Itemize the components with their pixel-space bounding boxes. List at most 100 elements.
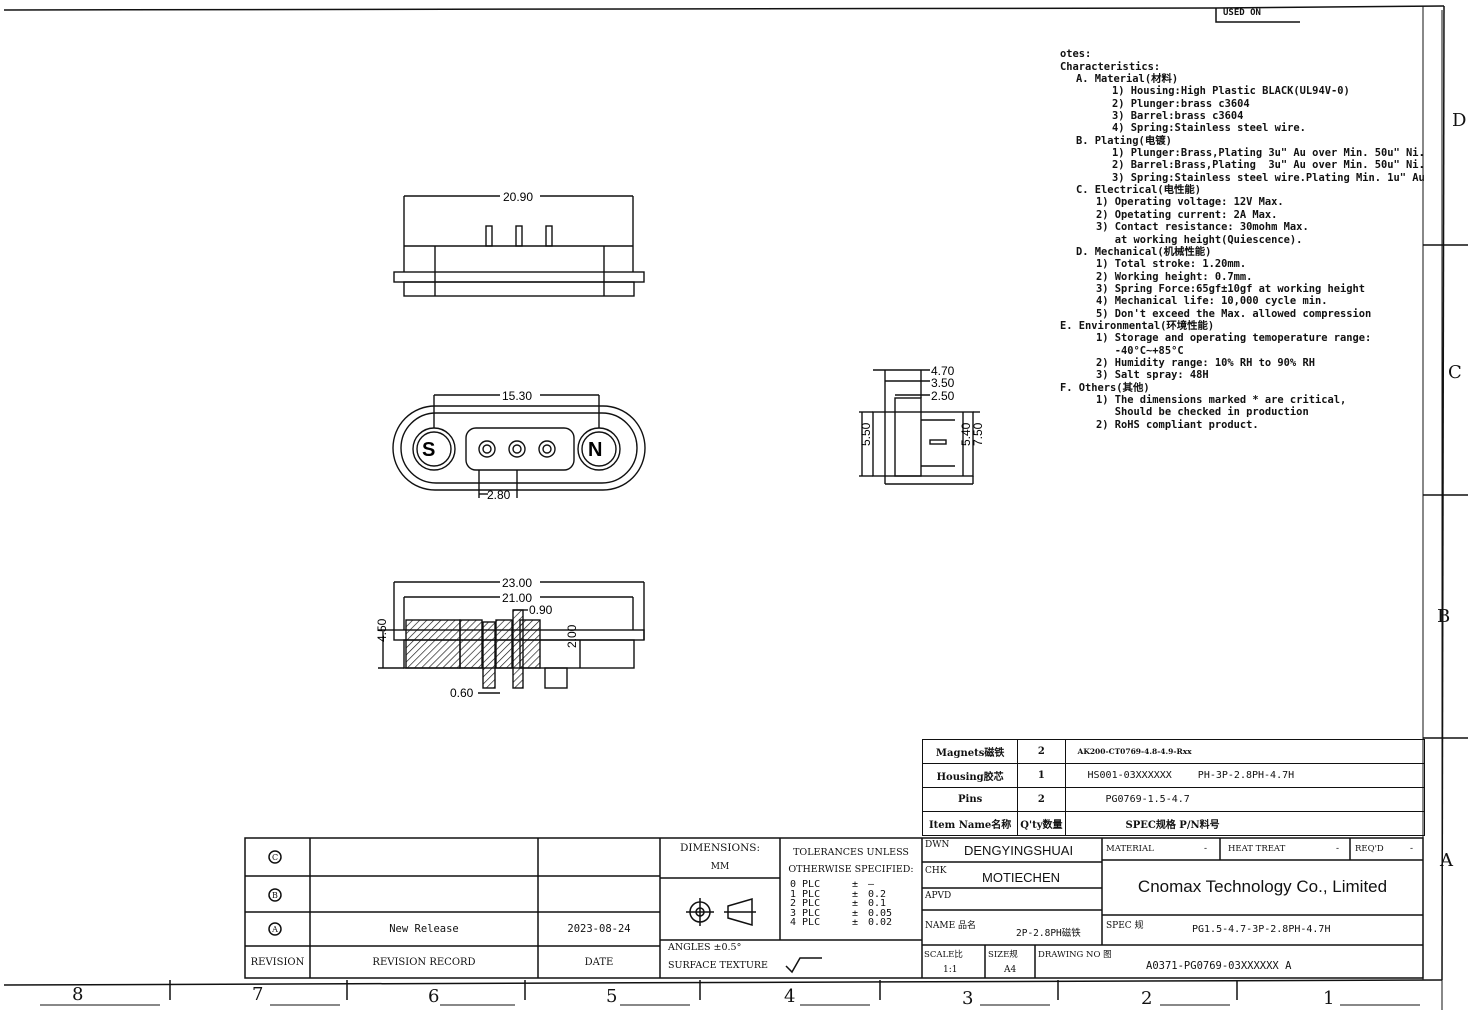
tolerance-row: 4 PLC±0.02	[790, 917, 893, 929]
tolerance-title-1: TOLERANCES UNLESS	[793, 846, 909, 858]
note-item: 1) Total stroke: 1.20mm.	[1096, 258, 1247, 271]
notes-title: otes:	[1060, 48, 1092, 61]
front-view	[392, 394, 646, 498]
zone-b: B	[1437, 606, 1451, 627]
dim-pitch-sn: 15.30	[502, 389, 532, 403]
notes-characteristics: Characteristics:	[1060, 60, 1161, 73]
rev-date-a: 2023-08-24	[567, 923, 631, 935]
bom-header-row: Item Name名称 Q'ty数量 SPEC规格 P/N料号	[921, 811, 1425, 836]
dim-pin-pitch: 2.80	[487, 488, 511, 502]
size-label: SIZE规	[988, 950, 1018, 960]
bom-header-spec: SPEC规格 P/N料号	[1064, 811, 1425, 836]
scale-value: 1:1	[943, 965, 958, 975]
marker-s: S	[422, 439, 435, 461]
note-item: 3) Barrel:brass c3604	[1112, 110, 1244, 123]
notes-heading-e: E. Environmental(环境性能)	[1060, 319, 1215, 332]
dwn-label: DWN	[925, 840, 950, 850]
bom-qty: 1	[1017, 763, 1066, 788]
dim-side-250: 2.50	[931, 389, 955, 403]
bom-spec: PG0769-1.5-4.7	[1064, 787, 1425, 812]
dim-top-width: 20.90	[503, 190, 533, 204]
bill-of-materials: Magnets磁铁 2 AK200-CT0769-4.8-4.9-Rxx Hou…	[921, 739, 1425, 836]
tolerance-row: 3 PLC±0.05	[790, 907, 893, 919]
note-item: 2) Working height: 0.7mm.	[1096, 270, 1253, 283]
name-label: NAME 品名	[925, 921, 977, 931]
dim-sec-2300: 23.00	[502, 576, 532, 590]
rev-header-revision: REVISION	[250, 956, 305, 968]
rev-header-record: REVISION RECORD	[372, 956, 476, 968]
note-item: 3) Spring Force:65gf±10gf at working hei…	[1096, 282, 1365, 295]
zone-7: 7	[252, 984, 264, 1005]
note-item: 3) Spring:Stainless steel wire.Plating M…	[1112, 171, 1425, 184]
note-item: 2) Barrel:Brass,Plating 3u" Au over Min.…	[1112, 159, 1425, 172]
rev-record-a: New Release	[389, 923, 459, 935]
spec-label: SPEC 规	[1106, 921, 1144, 931]
angles-label: ANGLES ±0.5°	[668, 942, 742, 953]
notes-heading-f: F. Others(其他)	[1060, 381, 1150, 394]
rev-symbol-b: B	[272, 890, 278, 900]
side-view	[859, 369, 980, 485]
bom-header-qty: Q'ty数量	[1017, 811, 1066, 836]
dim-side-540: 5.40	[959, 422, 973, 446]
tolerance-row: 1 PLC±0.2	[790, 888, 887, 900]
note-item: 4) Mechanical life: 10,000 cycle min.	[1096, 295, 1328, 308]
spec-value: PG1.5-4.7-3P-2.8PH-4.7H	[1192, 924, 1331, 935]
note-item: 3) Contact resistance: 30mohm Max.	[1096, 221, 1309, 234]
name-value: 2P-2.8PH磁铁	[1016, 928, 1081, 939]
zone-3: 3	[962, 988, 974, 1009]
tolerance-title-2: OTHERWISE SPECIFIED:	[788, 863, 914, 875]
rev-header-date: DATE	[584, 956, 614, 968]
dwn-value: DENGYINGSHUAI	[964, 843, 1074, 858]
reqd-value: -	[1410, 844, 1414, 854]
reqd-label: REQ'D	[1355, 844, 1384, 854]
rev-symbol-a: A	[272, 924, 278, 934]
tolerance-row: 2 PLC±0.1	[790, 898, 887, 910]
dim-side-350: 3.50	[931, 376, 955, 390]
note-item: 4) Spring:Stainless steel wire.	[1112, 122, 1306, 135]
dim-sec-2100: 21.00	[502, 591, 532, 605]
note-item: 2) RoHS compliant product.	[1096, 418, 1259, 431]
top-view	[393, 195, 645, 297]
section-view	[378, 581, 645, 694]
surface-texture-label: SURFACE TEXTURE	[668, 960, 768, 971]
notes-heading-d: D. Mechanical(机械性能)	[1076, 245, 1212, 258]
zone-5: 5	[606, 986, 618, 1007]
heat-treat-value: -	[1336, 844, 1340, 854]
note-item: 1) Housing:High Plastic BLACK(UL94V-0)	[1112, 85, 1350, 98]
note-item: 2) Plunger:brass c3604	[1112, 97, 1250, 110]
bom-qty: 2	[1017, 787, 1066, 812]
tolerance-row: 0 PLC±—	[790, 879, 875, 890]
dim-sec-450: 4.50	[375, 618, 389, 642]
zone-4: 4	[784, 986, 796, 1007]
drawing-no-value: A0371-PG0769-03XXXXXX A	[1146, 960, 1292, 972]
note-item: 1) The dimensions marked * are critical,	[1096, 393, 1347, 406]
material-label: MATERIAL	[1106, 844, 1154, 854]
zone-c: C	[1448, 362, 1462, 383]
dim-side-550: 5.50	[859, 422, 873, 446]
dim-side-470: 4.70	[931, 364, 955, 378]
dim-sec-060: 0.60	[450, 686, 474, 700]
chk-value: MOTIECHEN	[982, 870, 1060, 885]
apvd-label: APVD	[925, 891, 952, 901]
bom-row: Pins 2 PG0769-1.5-4.7	[921, 787, 1425, 812]
zone-2: 2	[1141, 988, 1153, 1009]
notes-heading-b: B. Plating(电镀)	[1076, 134, 1172, 147]
note-item: 1) Storage and operating temoperature ra…	[1096, 332, 1372, 345]
technical-notes: otes:Characteristics:A. Material(材料)1) H…	[1060, 36, 1440, 443]
units-label: MM	[710, 862, 730, 872]
tolerance-table: 0 PLC±— 1 PLC±0.2 2 PLC±0.1 3 PLC±0.05 4…	[790, 880, 892, 928]
used-on-label: USED ON	[1223, 8, 1261, 18]
dim-sec-090: 0.90	[529, 603, 553, 617]
bom-qty: 2	[1017, 739, 1066, 764]
heat-treat-label: HEAT TREAT	[1228, 844, 1286, 854]
size-value: A4	[1004, 965, 1017, 975]
zone-a: A	[1440, 850, 1453, 871]
marker-n: N	[588, 439, 602, 461]
zone-6: 6	[428, 986, 440, 1007]
rev-symbol-c: C	[271, 852, 279, 862]
note-item: 5) Don't exceed the Max. allowed compres…	[1096, 307, 1372, 320]
